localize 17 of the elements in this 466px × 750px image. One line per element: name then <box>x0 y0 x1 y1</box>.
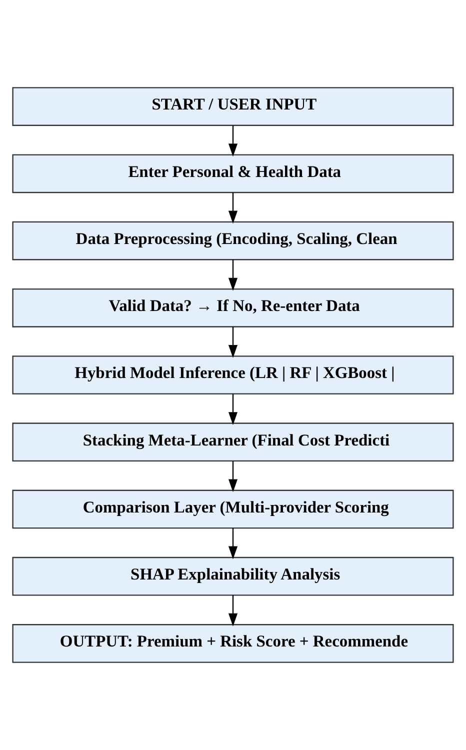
arrow <box>228 125 238 157</box>
arrow <box>228 460 238 492</box>
node-box: Enter Personal & Health Data <box>12 154 454 194</box>
arrow <box>228 192 238 224</box>
arrow <box>228 260 238 291</box>
node-box: START / USER INPUT <box>12 87 454 126</box>
node-box: Comparison Layer (Multi-provider Scoring <box>12 490 454 529</box>
node-box: SHAP Explainability Analysis <box>12 556 454 596</box>
node-box: Data Preprocessing (Encoding, Scaling, Clean <box>12 221 454 260</box>
arrow <box>228 595 238 626</box>
arrow <box>228 528 238 560</box>
node-box: OUTPUT: Premium + Risk Score + Recommende <box>12 624 454 663</box>
node-box: Stacking Meta-Learner (Final Cost Predicti <box>12 422 454 462</box>
node-box: Valid Data? → If No, Re-enter Data <box>12 288 454 328</box>
arrow <box>228 326 238 358</box>
arrow <box>228 394 238 426</box>
node-box: Hybrid Model Inference (LR | RF | XGBoost | <box>12 356 454 394</box>
